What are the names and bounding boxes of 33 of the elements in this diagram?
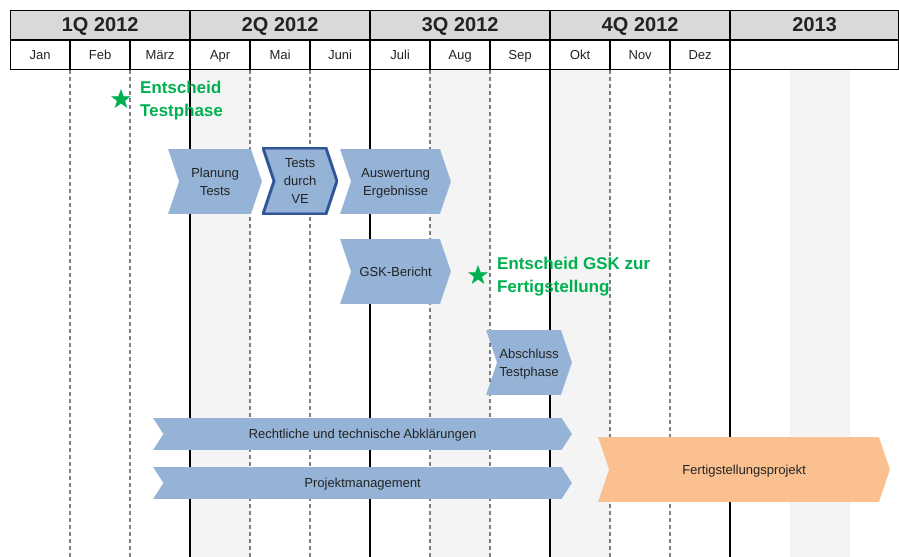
task-label: Fertigstellungsprojekt (681, 460, 807, 478)
quarter-header: 3Q 2012 (370, 10, 550, 40)
task-label: GSK-Bericht (358, 262, 433, 280)
task-label: Rechtliche und technische Abklärungen (248, 425, 478, 443)
quarter-header: 2Q 2012 (190, 10, 370, 40)
month-header: Okt (550, 40, 610, 70)
month-header: Mai (250, 40, 310, 70)
task-label: Planung Tests (190, 164, 240, 200)
month-header: Nov (610, 40, 670, 70)
task-bar (485, 329, 573, 396)
quarter-header: 4Q 2012 (550, 10, 730, 40)
month-header: Feb (70, 40, 130, 70)
month-header: Jan (10, 40, 70, 70)
month-header: Apr (190, 40, 250, 70)
task-bar (339, 238, 452, 305)
task-label: Tests durch VE (282, 154, 318, 208)
month-header: Aug (430, 40, 490, 70)
task-bar (167, 148, 263, 215)
month-header: März (130, 40, 190, 70)
task-bar (262, 147, 338, 215)
month-header: Dez (670, 40, 730, 70)
task-bar (152, 417, 573, 451)
task-bar (597, 436, 891, 503)
month-header: Juli (370, 40, 430, 70)
month-header: Juni (310, 40, 370, 70)
quarter-header: 2013 (730, 10, 899, 40)
task-label: Auswertung Ergebnisse (360, 164, 431, 200)
task-label: Projektmanagement (303, 474, 422, 492)
task-bar (339, 148, 452, 215)
task-label: Abschluss Testphase (498, 344, 560, 380)
quarter-header: 1Q 2012 (10, 10, 190, 40)
month-header: Sep (490, 40, 550, 70)
task-bar (152, 466, 573, 500)
